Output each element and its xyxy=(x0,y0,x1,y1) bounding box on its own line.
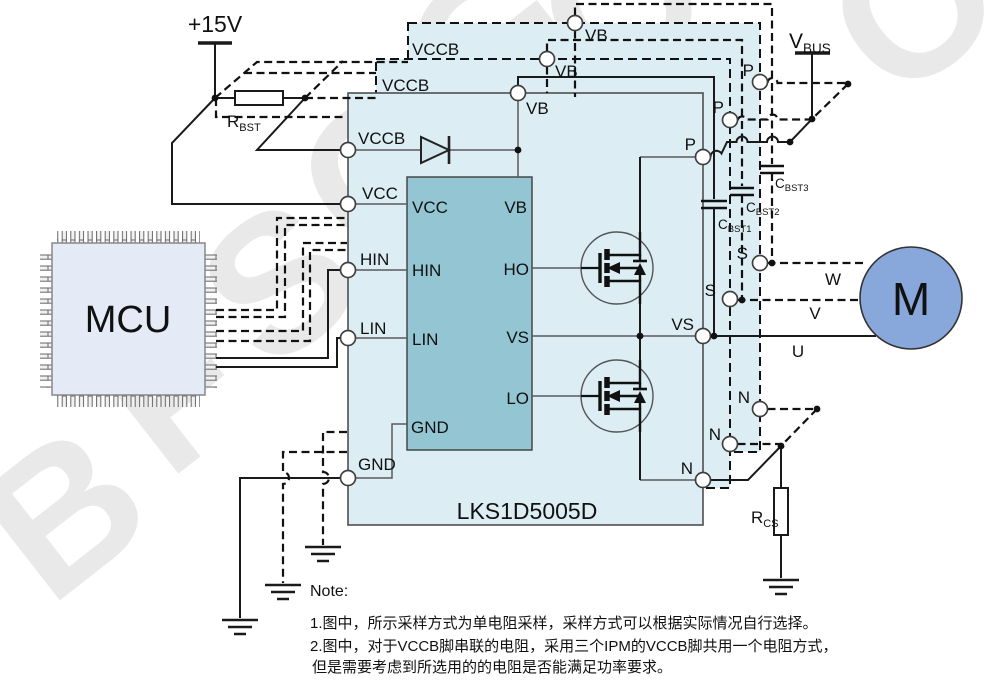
pin-gnd-front xyxy=(339,469,357,487)
mcu-pins-right xyxy=(205,252,217,388)
front-n-label: N xyxy=(681,459,693,478)
vb2-net xyxy=(545,38,754,300)
back-vccb-label: VCCB xyxy=(412,40,459,59)
driver-lo-label: LO xyxy=(506,389,529,408)
vb3-net xyxy=(573,2,784,263)
vbus-label: VBUS xyxy=(789,30,831,56)
labels: +15V VBUS RBST RCS CBST1 CBST2 CBST3 VCC… xyxy=(188,11,841,530)
mcu-pins-top xyxy=(57,231,200,243)
pin-circles xyxy=(339,14,769,489)
n-nets xyxy=(710,407,818,481)
pin-s-middle xyxy=(721,290,739,308)
pin-vs-front xyxy=(694,327,712,345)
bootstrap-diode xyxy=(420,135,452,165)
front-p-label: P xyxy=(685,135,696,154)
cbst2-label: CBST2 xyxy=(746,200,780,218)
pin-lin-front xyxy=(339,329,357,347)
driver-gnd-label: GND xyxy=(411,418,449,437)
mcu-label: MCU xyxy=(85,299,172,341)
rcs-label: RCS xyxy=(751,508,779,530)
mcu-chip: MCU xyxy=(40,231,217,407)
pin-n-back xyxy=(751,400,769,418)
back-vb-label: VB xyxy=(585,26,608,45)
vccb-front-wire xyxy=(254,97,341,151)
front-vs-label: VS xyxy=(671,315,694,334)
pin-n-front xyxy=(694,471,712,489)
pin-vb-back xyxy=(566,14,584,32)
front-vcc-label: VCC xyxy=(362,184,398,203)
pin-vccb-front xyxy=(339,141,357,159)
mcu-signal-wires xyxy=(216,216,347,368)
pin-vb-front xyxy=(509,84,527,102)
front-hin-label: HIN xyxy=(360,250,389,269)
note-line-1: 1.图中，所示采样方式为单电阻采样，采样方式可以根据实际情况自行选择。 xyxy=(310,615,818,632)
driver-internal-wires xyxy=(355,100,696,481)
rbst-label: RBST xyxy=(227,112,261,134)
driver-vb-label: VB xyxy=(504,198,527,217)
junction-dots xyxy=(211,80,852,450)
note-line-2: 2.图中，对于VCCB脚串联的电阻，采用三个IPM的VCCB脚共用一个电阻方式， xyxy=(310,638,838,655)
phase-v-label: V xyxy=(809,304,821,323)
vccb-shared-dashed-wires xyxy=(214,60,408,119)
driver-ho-label: HO xyxy=(504,260,530,279)
middle-vb-label: VB xyxy=(555,62,578,81)
motor: M xyxy=(859,246,963,350)
front-vccb-label: VCCB xyxy=(358,129,405,148)
phase-w-label: W xyxy=(825,270,841,289)
middle-s-label: S xyxy=(705,281,716,300)
driver-vs-label: VS xyxy=(506,328,529,347)
pin-p-middle xyxy=(721,111,739,129)
supply-vbus xyxy=(795,51,830,119)
motor-label: M xyxy=(892,273,930,325)
note-heading: Note: xyxy=(310,583,348,600)
driver-vcc-label: VCC xyxy=(412,198,448,217)
supply-15v-label: +15V xyxy=(188,11,243,37)
phase-wires xyxy=(710,261,876,337)
front-gnd-label: GND xyxy=(358,455,396,474)
cbst3-label: CBST3 xyxy=(775,176,809,194)
mcu-pins-bottom xyxy=(57,395,200,407)
pin-n-middle xyxy=(721,435,739,453)
middle-vccb-label: VCCB xyxy=(382,76,429,95)
phase-u-label: U xyxy=(792,342,804,361)
supply-15v xyxy=(198,41,232,98)
pin-vcc-front xyxy=(339,195,357,213)
front-vb-label: VB xyxy=(526,99,549,118)
cbst1-label: CBST1 xyxy=(718,217,752,235)
middle-p-label: P xyxy=(713,98,724,117)
note-line-3: 但是需要考虑到所选用的的电阻是否能满足功率要求。 xyxy=(312,659,672,676)
part-number-label: LKS1D5005D xyxy=(457,498,598,524)
mcu-pins-left xyxy=(40,252,52,388)
pin-vb-middle xyxy=(538,50,556,68)
pin-p-back xyxy=(751,73,769,91)
pin-hin-front xyxy=(339,261,357,279)
driver-lin-label: LIN xyxy=(412,330,438,349)
back-p-label: P xyxy=(743,61,754,80)
driver-hin-label: HIN xyxy=(412,261,441,280)
pin-p-front xyxy=(694,148,712,166)
vcc-supply-wire xyxy=(171,97,341,205)
rcs-resistor xyxy=(761,446,801,596)
p-nets xyxy=(709,76,849,158)
pin-s-back xyxy=(751,254,769,272)
back-n-label: N xyxy=(738,388,750,407)
middle-n-label: N xyxy=(709,425,721,444)
vb1-net xyxy=(517,76,727,336)
back-s-label: S xyxy=(737,244,748,263)
gate-driver-block xyxy=(406,176,533,451)
gnd-wiring xyxy=(220,423,407,636)
note-block: Note: 1.图中，所示采样方式为单电阻采样，采样方式可以根据实际情况自行选择… xyxy=(310,583,838,676)
front-lin-label: LIN xyxy=(360,319,386,338)
